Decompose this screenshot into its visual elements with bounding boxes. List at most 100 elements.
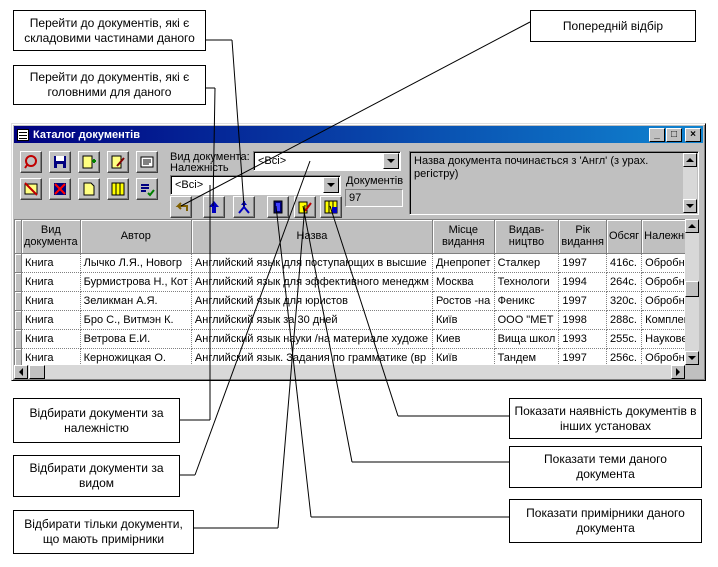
query-button[interactable] [20, 151, 42, 173]
condition-scrollbar[interactable] [683, 153, 697, 213]
table-cell[interactable]: 1997 [558, 291, 607, 311]
scroll-thumb[interactable] [685, 281, 699, 297]
book-button[interactable] [107, 178, 129, 200]
table-cell[interactable]: Наукове к [641, 329, 699, 349]
close-button[interactable]: × [685, 128, 701, 142]
table-cell[interactable]: 416с. [606, 253, 643, 273]
themes-button[interactable] [294, 196, 316, 218]
table-cell[interactable]: Английский язык для эффективного менеджм [191, 272, 433, 292]
row-indicator[interactable] [15, 310, 22, 330]
scroll-up-button[interactable] [685, 219, 699, 233]
scroll-up-button[interactable] [683, 153, 697, 167]
table-cell[interactable]: Обробник [641, 291, 699, 311]
belonging-select[interactable]: <Всі> [170, 175, 341, 195]
scroll-left-button[interactable] [14, 365, 28, 379]
chevron-down-icon[interactable] [383, 153, 399, 169]
maximize-button[interactable]: □ [666, 128, 682, 142]
table-cell[interactable]: 1994 [558, 272, 607, 292]
grid-vertical-scrollbar[interactable] [685, 219, 699, 365]
table-row[interactable]: Книга Бурмистрова Н., Кот Английский язы… [15, 272, 699, 292]
column-header[interactable]: Місце видання [432, 220, 495, 254]
row-indicator[interactable] [15, 348, 22, 365]
table-cell[interactable]: 1993 [558, 329, 607, 349]
table-cell[interactable]: Бро С., Витмэн К. [80, 310, 192, 330]
table-row[interactable]: Книга Лычко Л.Я., Новогр Английский язык… [15, 253, 699, 273]
table-cell[interactable]: Книга [21, 310, 81, 330]
minimize-button[interactable]: _ [649, 128, 665, 142]
scroll-right-button[interactable] [671, 365, 685, 379]
back-button[interactable] [170, 196, 192, 218]
scroll-down-button[interactable] [685, 351, 699, 365]
chevron-down-icon[interactable] [323, 177, 339, 193]
table-cell[interactable]: Английский язык за 30 дней [191, 310, 433, 330]
table-cell[interactable]: Сталкер [494, 253, 560, 273]
clear-filter-button[interactable] [20, 178, 42, 200]
table-cell[interactable]: Обробник [641, 253, 699, 273]
table-cell[interactable]: Комплект [641, 310, 699, 330]
table-cell[interactable]: 1997 [558, 348, 607, 365]
table-cell[interactable]: Технологи [494, 272, 560, 292]
table-row[interactable]: Книга Ветрова Е.И. Английский язык науки… [15, 329, 699, 349]
table-cell[interactable]: 255с. [606, 329, 643, 349]
card-button[interactable] [136, 151, 158, 173]
type-select[interactable]: <Всі> [253, 151, 401, 171]
row-indicator[interactable] [15, 253, 22, 273]
copies-button[interactable] [267, 196, 289, 218]
table-cell[interactable]: Английский язык для поступающих в высшие [191, 253, 433, 273]
add-document-button[interactable] [78, 151, 100, 173]
table-row[interactable]: Книга Керножицкая О. Английский язык. За… [15, 348, 699, 365]
table-cell[interactable]: Зеликман А.Я. [80, 291, 192, 311]
table-cell[interactable]: 1997 [558, 253, 607, 273]
column-header[interactable]: Рік видання [558, 220, 607, 254]
table-cell[interactable]: 264с. [606, 272, 643, 292]
table-cell[interactable]: Ростов -на [432, 291, 495, 311]
table-cell[interactable]: Москва [432, 272, 495, 292]
table-cell[interactable]: 320с. [606, 291, 643, 311]
table-cell[interactable]: Книга [21, 329, 81, 349]
table-cell[interactable]: ООО "МЕТ [494, 310, 560, 330]
delete-button[interactable] [49, 178, 71, 200]
table-cell[interactable]: 1998 [558, 310, 607, 330]
table-cell[interactable]: 256с. [606, 348, 643, 365]
table-cell[interactable]: Книга [21, 291, 81, 311]
table-cell[interactable]: Обробник [641, 348, 699, 365]
table-cell[interactable]: Днепропет [432, 253, 495, 273]
parents-button[interactable] [203, 196, 225, 218]
table-row[interactable]: Книга Бро С., Витмэн К. Английский язык … [15, 310, 699, 330]
table-cell[interactable]: Обробник [641, 272, 699, 292]
components-button[interactable] [233, 196, 255, 218]
scroll-down-button[interactable] [683, 199, 697, 213]
table-cell[interactable]: Феникс [494, 291, 560, 311]
table-row[interactable]: Книга Зеликман А.Я. Английский язык для … [15, 291, 699, 311]
scroll-thumb[interactable] [29, 365, 45, 379]
table-cell[interactable]: Английский язык для юристов [191, 291, 433, 311]
table-cell[interactable]: Книга [21, 272, 81, 292]
table-cell[interactable]: Киев [432, 329, 495, 349]
column-header[interactable]: Автор [80, 220, 192, 254]
table-cell[interactable]: Английский язык. Задания по грамматике (… [191, 348, 433, 365]
table-cell[interactable]: Книга [21, 348, 81, 365]
table-cell[interactable]: Київ [432, 348, 495, 365]
table-cell[interactable]: Керножицкая О. [80, 348, 192, 365]
column-header[interactable]: Вид документа [21, 220, 81, 254]
table-cell[interactable]: Вища школ [494, 329, 560, 349]
table-cell[interactable]: Тандем [494, 348, 560, 365]
institutions-button[interactable] [320, 196, 342, 218]
list-check-button[interactable] [136, 178, 158, 200]
grid-horizontal-scrollbar[interactable] [14, 365, 685, 379]
table-cell[interactable]: Английский язык науки /на материале худо… [191, 329, 433, 349]
column-header[interactable]: Видав-ництво [494, 220, 560, 254]
table-cell[interactable]: Київ [432, 310, 495, 330]
row-indicator[interactable] [15, 272, 22, 292]
table-cell[interactable]: 288с. [606, 310, 643, 330]
table-cell[interactable]: Бурмистрова Н., Кот [80, 272, 192, 292]
table-cell[interactable]: Ветрова Е.И. [80, 329, 192, 349]
save-button[interactable] [49, 151, 71, 173]
edit-document-button[interactable] [107, 151, 129, 173]
column-header[interactable]: Назва [191, 220, 433, 254]
table-cell[interactable]: Книга [21, 253, 81, 273]
table-cell[interactable]: Лычко Л.Я., Новогр [80, 253, 192, 273]
new-page-button[interactable] [78, 178, 100, 200]
row-indicator[interactable] [15, 291, 22, 311]
column-header[interactable]: Обсяг [606, 220, 643, 254]
